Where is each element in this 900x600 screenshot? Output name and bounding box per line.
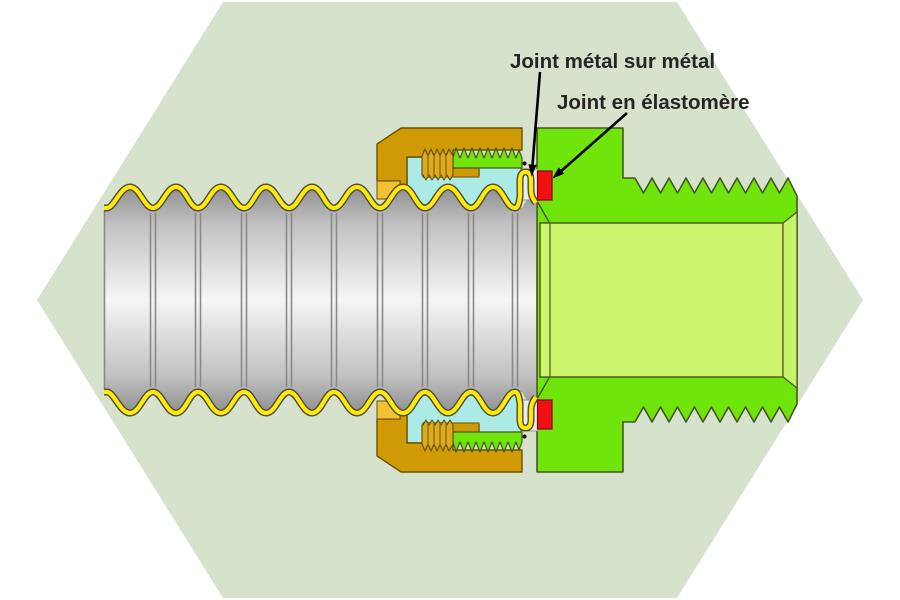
nut-thread-block — [421, 148, 454, 181]
fitting-bore — [539, 222, 784, 378]
thread-block-ridges — [427, 153, 447, 178]
seal-zone — [104, 161, 553, 212]
metal-joint-label: Joint métal sur métal — [510, 50, 715, 73]
corrugation-valley-lines — [103, 211, 519, 389]
annotation-elastomer-joint: Joint en élastomère — [552, 91, 750, 179]
metal-joint-arrowhead — [528, 164, 537, 177]
fitting-end-face — [782, 210, 798, 390]
pipe-jacket — [104, 169, 538, 211]
reference-dot — [522, 161, 527, 166]
bore-chamfer-bottom — [536, 377, 550, 400]
elastomer-joint-label: Joint en élastomère — [557, 91, 750, 114]
elastomer-seal — [536, 170, 553, 201]
fitting-thread-tongue — [452, 147, 523, 169]
elastomer-joint-arrow-line — [558, 112, 628, 174]
elastomer-joint-arrowhead — [552, 167, 565, 179]
bore-chamfer-top — [536, 200, 550, 223]
annotation-metal-joint: Joint métal sur métal — [510, 50, 715, 177]
corrugated-pipe — [104, 187, 536, 413]
metal-joint-arrow-line — [531, 71, 542, 166]
